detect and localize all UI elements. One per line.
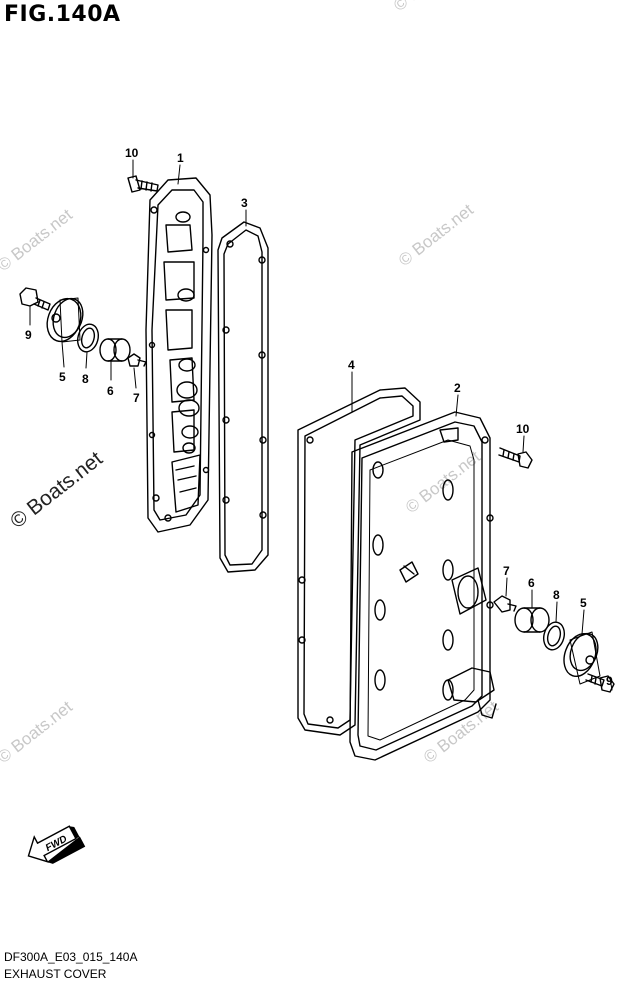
callout-label: 6 — [107, 384, 114, 398]
part-10-bolt-right — [498, 447, 533, 469]
callout-label: 7 — [133, 391, 140, 405]
part-9-bolt — [19, 287, 51, 311]
callout-label: 8 — [553, 588, 560, 602]
callout-label: 5 — [580, 596, 587, 610]
part-7-bolt — [127, 353, 147, 367]
callout-label: 10 — [125, 146, 139, 160]
callout-label: 9 — [606, 674, 613, 688]
callout-label: 10 — [516, 422, 530, 436]
callout-label: 4 — [348, 358, 355, 372]
part-5-flange-cap-right — [563, 631, 601, 685]
leader-lines — [29, 159, 613, 691]
part-6-sleeve — [99, 338, 131, 362]
callout-label: 5 — [59, 370, 66, 384]
callout-label: 6 — [528, 576, 535, 590]
part-8-o-ring-right — [542, 621, 566, 651]
callout-labels: 10 1 3 9 5 8 6 7 4 2 10 7 6 8 5 9 — [25, 146, 613, 688]
callout-label: 2 — [454, 381, 461, 395]
figure-caption: EXHAUST COVER — [4, 967, 107, 981]
figure-title: FIG.140A — [4, 2, 121, 27]
part-10-bolt — [127, 175, 159, 193]
part-6-sleeve-right — [514, 607, 550, 633]
callout-label: 1 — [177, 151, 184, 165]
fwd-arrow-icon: FWD — [27, 825, 86, 864]
part-4-gasket — [297, 387, 421, 736]
part-3-gasket — [217, 221, 269, 573]
part-2-exhaust-cover-plate — [349, 411, 497, 761]
callout-label: 9 — [25, 328, 32, 342]
callout-label: 7 — [503, 564, 510, 578]
callout-label: 3 — [241, 196, 248, 210]
part-8-o-ring — [76, 323, 100, 353]
part-7-bolt-right — [493, 595, 517, 613]
part-5-flange-cap — [46, 297, 84, 343]
part-1-exhaust-cover — [145, 177, 213, 533]
figure-code: DF300A_E03_015_140A — [4, 950, 138, 964]
callout-label: 8 — [82, 372, 89, 386]
